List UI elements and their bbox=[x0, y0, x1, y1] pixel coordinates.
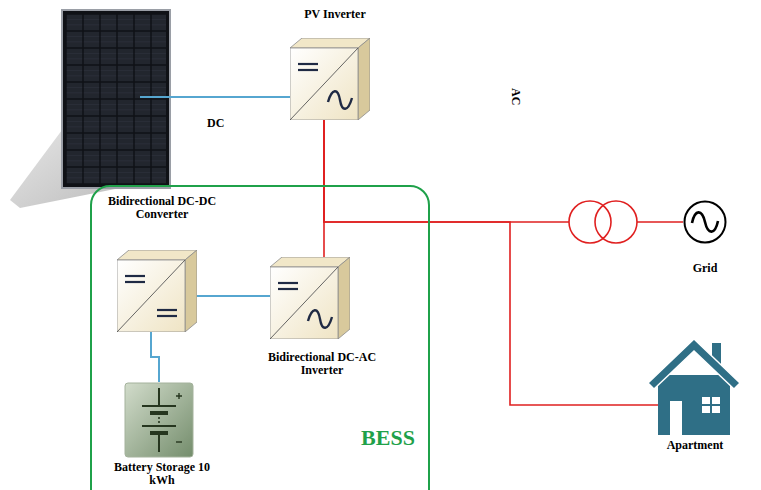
block-front bbox=[290, 48, 358, 120]
block-side bbox=[338, 257, 350, 339]
dc-ac-inverter-shape bbox=[270, 257, 350, 339]
dc-symbol bbox=[278, 282, 298, 284]
pv-inverter-shape bbox=[290, 38, 370, 120]
battery-plate bbox=[142, 405, 176, 407]
battery-storage-shape bbox=[124, 382, 194, 458]
block-front bbox=[117, 260, 185, 332]
dc-wire bbox=[140, 96, 290, 98]
converter-block bbox=[117, 250, 197, 332]
battery-plate bbox=[142, 425, 176, 427]
block-diagonal bbox=[270, 267, 338, 339]
battery-body bbox=[125, 383, 193, 457]
dc-symbol bbox=[125, 281, 145, 283]
solar-panel bbox=[62, 10, 170, 188]
apartment-shape bbox=[648, 335, 740, 435]
block-label: Bidirectional DC-DC Converter bbox=[92, 195, 232, 221]
window bbox=[702, 397, 720, 413]
block-side bbox=[358, 38, 370, 120]
grid-source-symbol bbox=[683, 200, 727, 244]
pv-inverter: PV Inverter bbox=[280, 6, 390, 126]
minus-sign bbox=[176, 441, 182, 442]
house-icon bbox=[648, 335, 740, 435]
dc-symbol bbox=[298, 63, 318, 65]
dc-dc-converter-shape bbox=[117, 250, 197, 332]
grid-source-shape bbox=[683, 200, 727, 244]
block-top bbox=[270, 257, 350, 267]
battery-link bbox=[158, 413, 160, 426]
battery-icon bbox=[124, 382, 194, 458]
transformer-winding bbox=[595, 201, 637, 243]
dc-ac-inverter: Bidirectional DC-AC Inverter bbox=[252, 255, 392, 390]
ac-symbol bbox=[308, 310, 332, 328]
dc-wire bbox=[151, 332, 159, 382]
dc-wire bbox=[196, 295, 270, 297]
apartment: Apartment bbox=[640, 335, 750, 460]
block-label: Grid bbox=[670, 262, 740, 275]
block-label: Battery Storage 10 kWh bbox=[107, 461, 217, 487]
block-top bbox=[290, 38, 370, 48]
dc-label: DC bbox=[207, 117, 224, 130]
block-diagonal bbox=[290, 48, 358, 120]
panel-cells bbox=[66, 14, 166, 184]
converter-block bbox=[290, 38, 370, 120]
battery-terminal bbox=[158, 433, 160, 452]
dc-symbol bbox=[298, 69, 318, 71]
transformer-winding bbox=[569, 201, 611, 243]
grid-source: Grid bbox=[670, 198, 740, 283]
plus-sign bbox=[176, 393, 182, 399]
block-front bbox=[270, 267, 338, 339]
block-label: Bidirectional DC-AC Inverter bbox=[252, 351, 392, 377]
dc-dc-converter: Bidirectional DC-DC Converter bbox=[92, 195, 232, 340]
region-title: BESS bbox=[350, 425, 426, 451]
block-label: PV Inverter bbox=[280, 8, 390, 21]
battery-storage: Battery Storage 10 kWh bbox=[107, 382, 217, 490]
block-side bbox=[185, 250, 197, 332]
dc-symbol bbox=[125, 275, 145, 277]
block-top bbox=[117, 250, 197, 260]
dc-symbol bbox=[278, 288, 298, 290]
roof bbox=[648, 339, 740, 389]
door bbox=[670, 401, 682, 435]
dc-symbol bbox=[157, 309, 177, 311]
ac-label: AC bbox=[509, 88, 522, 105]
house-body bbox=[658, 375, 730, 435]
converter-block bbox=[270, 257, 350, 339]
ac-symbol bbox=[328, 91, 352, 109]
block-diagonal bbox=[117, 260, 185, 332]
battery-terminal bbox=[158, 388, 160, 406]
dc-symbol bbox=[157, 315, 177, 317]
bess-region: BESS Bidirectional DC-DC ConverterBidirec… bbox=[90, 185, 430, 490]
block-label: Apartment bbox=[640, 439, 750, 452]
